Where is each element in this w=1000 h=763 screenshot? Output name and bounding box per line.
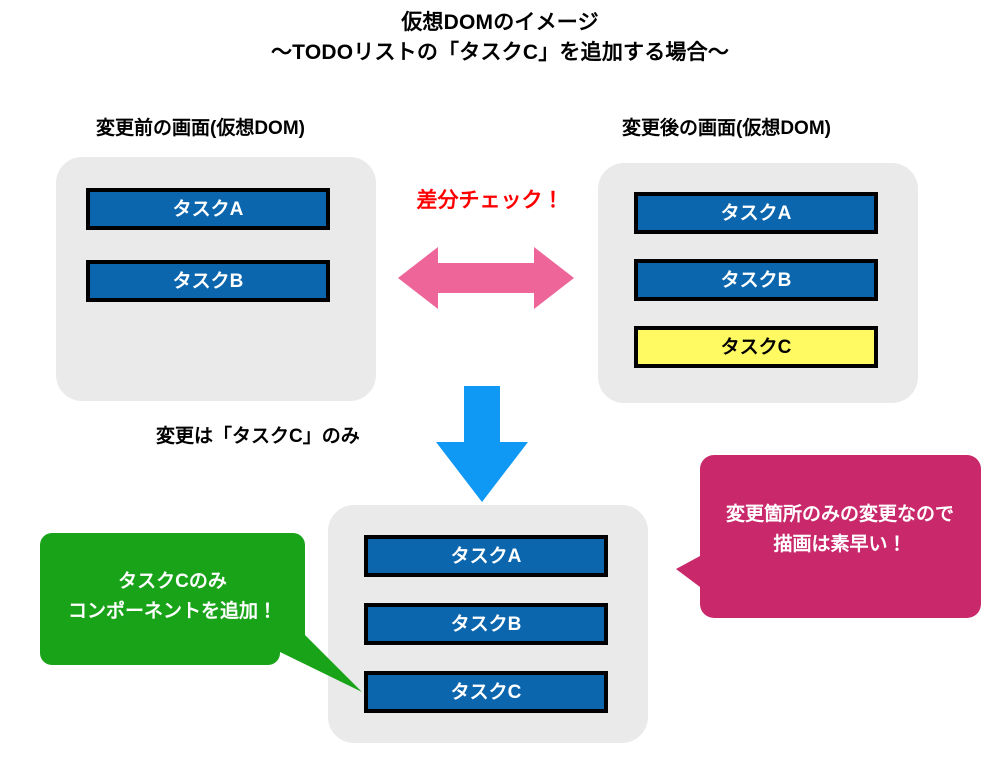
magenta-callout-line-1: 変更箇所のみの変更なので [725,504,954,525]
diff-check-label: 差分チェック！ [416,189,564,212]
after-task-item-b: タスクB [634,259,878,301]
result-task-item-a: タスクA [364,535,608,577]
green-callout-line-2: コンポーネントを追加！ [67,601,277,622]
before-task-item-b: タスクB [86,260,330,302]
title-line-primary: 仮想DOMのイメージ [401,11,599,34]
before-task-item-a: タスクA [86,188,330,230]
before-panel-caption: 変更前の画面(仮想DOM) [96,118,305,139]
page-title: 仮想DOMのイメージ 〜TODOリストの「タスクC」を追加する場合〜 [0,8,1000,68]
change-summary-note: 変更は「タスクC」のみ [156,426,360,447]
after-task-item-a: タスクA [634,192,878,234]
speech-bubble-pointing-left-icon [676,455,981,618]
down-arrow-icon [436,386,528,502]
title-line-subtitle: 〜TODOリストの「タスクC」を追加する場合〜 [270,41,730,64]
result-task-item-c: タスクC [364,671,608,713]
green-callout-line-1: タスクCのみ [118,571,227,592]
after-panel-caption: 変更後の画面(仮想DOM) [622,118,831,139]
speech-bubble-pointing-down-right-icon [40,533,362,692]
double-headed-horizontal-arrow-icon [398,247,574,309]
magenta-callout-line-2: 描画は素早い！ [773,534,907,555]
green-callout-text: タスクCのみ コンポーネントを追加！ [40,567,305,627]
result-task-item-b: タスクB [364,603,608,645]
green-callout: タスクCのみ コンポーネントを追加！ [40,530,370,700]
magenta-callout-text: 変更箇所のみの変更なので 描画は素早い！ [702,500,978,560]
magenta-callout: 変更箇所のみの変更なので 描画は素早い！ [676,452,981,624]
after-task-item-c-new: タスクC [634,326,878,368]
